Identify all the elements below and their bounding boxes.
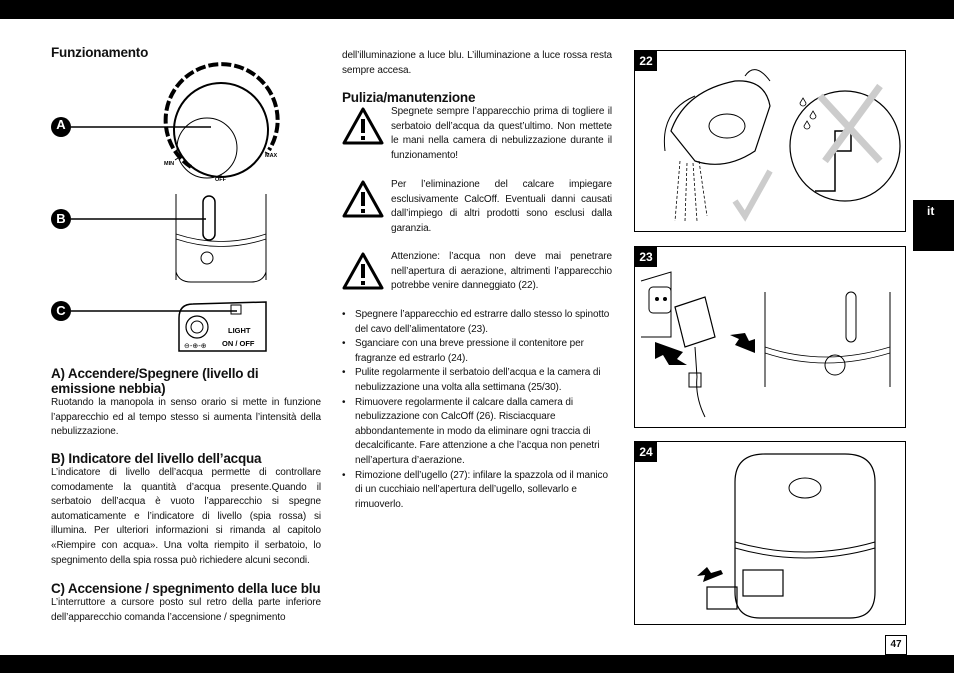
figure-24: 24 bbox=[634, 441, 906, 625]
continuation-text: dell’illuminazione a luce blu. L’illumin… bbox=[342, 50, 612, 76]
section-a: A) Accendere/Spegnere (livello di emissi… bbox=[51, 366, 321, 440]
light-switch-illustration: ⊖-⊕-⊕ LIGHT ON / OFF bbox=[51, 301, 267, 352]
section-a-title-line2: emissione nebbia) bbox=[51, 381, 166, 396]
language-tab-it: it bbox=[913, 200, 954, 251]
page-number: 47 bbox=[885, 635, 907, 655]
dial-off-label: OFF bbox=[215, 177, 227, 183]
language-tab-label: it bbox=[927, 204, 935, 218]
dial-max-label: MAX bbox=[265, 153, 278, 159]
bullet-item: Sganciare con una breve pressione il con… bbox=[342, 337, 612, 366]
section-b-title: B) Indicatore del livello dell’acqua bbox=[51, 451, 262, 466]
figure-23-number: 23 bbox=[635, 247, 657, 267]
warning-triangle-icon bbox=[342, 107, 384, 145]
label-a-icon bbox=[51, 117, 71, 137]
dial-min-label: MIN bbox=[164, 161, 174, 167]
label-a: A bbox=[56, 117, 66, 132]
figure-22: 22 bbox=[634, 50, 906, 232]
label-c: C bbox=[56, 303, 66, 318]
top-black-bar bbox=[0, 0, 954, 19]
label-b: B bbox=[56, 211, 66, 226]
figure-24-number: 24 bbox=[635, 442, 657, 462]
column-2: dell’illuminazione a luce blu. L’illumin… bbox=[342, 49, 612, 105]
figure-23-drawing bbox=[640, 271, 891, 418]
water-level-illustration bbox=[51, 194, 267, 283]
figure-22-drawing bbox=[663, 69, 901, 222]
svg-text:⊖-⊕-⊕: ⊖-⊕-⊕ bbox=[184, 342, 207, 350]
warning-triangle-icon bbox=[342, 180, 384, 218]
warning-1: Spegnete sempre l’apparecchio prima di t… bbox=[342, 105, 612, 163]
section-b: B) Indicatore del livello dell’acqua L’i… bbox=[51, 451, 321, 568]
bullet-item: Rimuovere regolarmente il calcare dalla … bbox=[342, 396, 612, 469]
section-c-title: C) Accensione / spegnimento della luce b… bbox=[51, 581, 321, 596]
heading-funzionamento: Funzionamento bbox=[51, 45, 149, 60]
section-c-text: L’interruttore a cursore posto sul retro… bbox=[51, 597, 321, 623]
figure-24-drawing bbox=[697, 453, 876, 619]
warning-1-text: Spegnete sempre l’apparecchio prima di t… bbox=[391, 106, 612, 161]
warning-2-text: Per l’eliminazione del calcare impiegare… bbox=[391, 179, 612, 234]
warning-2: Per l’eliminazione del calcare impiegare… bbox=[342, 178, 612, 236]
warning-3-text: Attenzione: l’acqua non deve mai penetra… bbox=[391, 251, 612, 292]
warning-triangle-icon bbox=[342, 252, 384, 290]
heading-pulizia: Pulizia/manutenzione bbox=[342, 90, 476, 106]
section-a-title-line1: A) Accendere/Spegnere (livello di bbox=[51, 366, 259, 381]
bullet-item: Pulite regolarmente il serbatoio dell’ac… bbox=[342, 366, 612, 395]
switch-onoff-label: ON / OFF bbox=[222, 339, 255, 348]
section-a-text: Ruotando la manopola in senso orario si … bbox=[51, 397, 321, 438]
figure-22-number: 22 bbox=[635, 51, 657, 71]
bottom-black-bar bbox=[0, 655, 954, 673]
figure-23: 23 bbox=[634, 246, 906, 428]
warning-3: Attenzione: l’acqua non deve mai penetra… bbox=[342, 250, 612, 294]
dial-illustration: MIN OFF MAX bbox=[51, 62, 280, 183]
column-1: Funzionamento bbox=[51, 45, 321, 60]
bullet-item: Rimozione dell’ugello (27): infilare la … bbox=[342, 469, 612, 513]
bullet-item: Spegnere l’apparecchio ed estrarre dallo… bbox=[342, 308, 612, 337]
switch-light-label: LIGHT bbox=[228, 326, 251, 335]
section-b-text: L’indicatore di livello dell’acqua perme… bbox=[51, 467, 321, 566]
section-c: C) Accensione / spegnimento della luce b… bbox=[51, 581, 321, 625]
bullet-list: Spegnere l’apparecchio ed estrarre dallo… bbox=[342, 308, 612, 512]
